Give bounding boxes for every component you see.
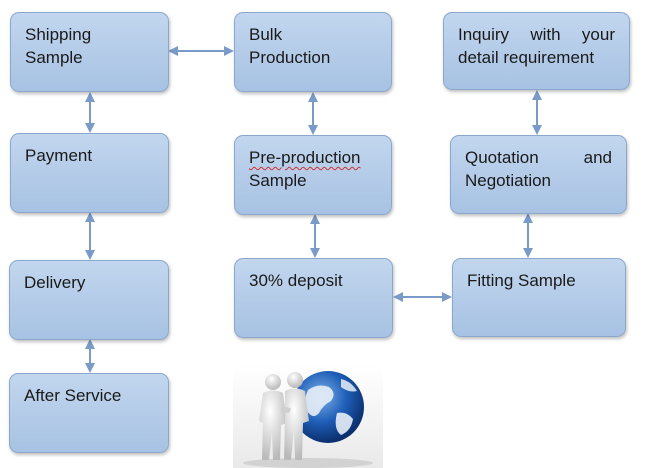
quotation-line1: Quotation and <box>465 148 612 167</box>
bulk-production-label: Bulk Production <box>249 25 331 67</box>
payment-box: Payment <box>10 133 169 213</box>
deposit-label: 30% deposit <box>249 271 343 290</box>
delivery-label: Delivery <box>24 273 86 292</box>
after-service-label: After Service <box>24 386 122 405</box>
inquiry-box: Inquiry with your detail requirement <box>443 12 630 90</box>
shipping-sample-label: Shipping Sample <box>25 25 92 67</box>
preproduction-rest: Sample <box>249 171 307 190</box>
fitting-sample-label: Fitting Sample <box>467 271 576 290</box>
fitting-sample-box: Fitting Sample <box>452 258 626 337</box>
handshake-globe-icon <box>233 365 383 468</box>
shipping-sample-box: Shipping Sample <box>10 12 169 92</box>
quotation-line2: Negotiation <box>465 171 552 190</box>
payment-label: Payment <box>25 146 93 165</box>
preproduction-sample-box: Pre-production Sample <box>234 135 392 215</box>
inquiry-line1: Inquiry with your <box>458 25 615 44</box>
deposit-box: 30% deposit <box>234 258 393 338</box>
bulk-production-box: Bulk Production <box>234 12 392 92</box>
preproduction-word: Pre-production <box>249 148 361 167</box>
delivery-box: Delivery <box>9 260 169 340</box>
after-service-box: After Service <box>9 373 169 453</box>
inquiry-line2: detail requirement <box>458 48 595 67</box>
quotation-box: Quotation and Negotiation <box>450 135 627 214</box>
